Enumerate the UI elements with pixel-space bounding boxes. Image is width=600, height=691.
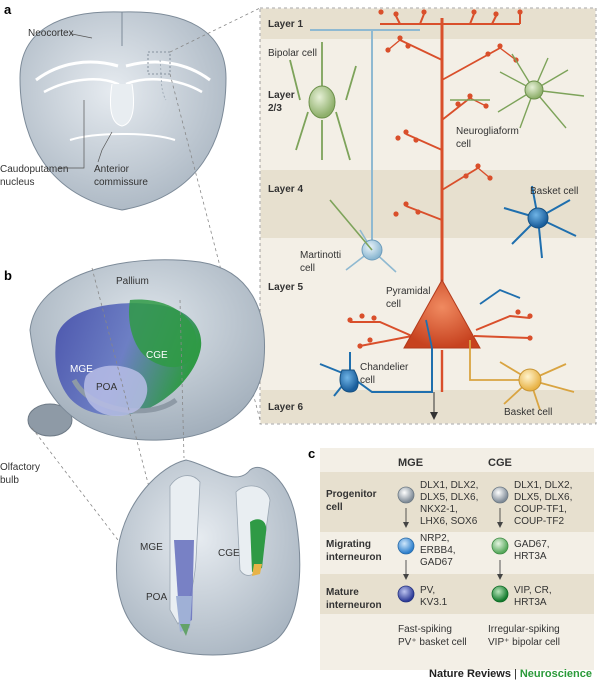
embryonic-coronal-section [115,459,301,656]
cge-arrow-1 [497,522,503,528]
panel-c-letter: c [308,446,315,461]
layer-1-label: Layer 1 [268,19,303,30]
panel-b-letter: b [4,268,12,283]
caudoputamen-label-line1: Caudoputamen [0,164,68,175]
mge-migrating-text-3: GAD67 [420,557,453,568]
martinotti-label-line1: Martinotti [300,250,341,261]
mge-mature-text-2: KV3.1 [420,597,448,608]
row-mature-label-line1: Mature [326,587,359,598]
mge-phenotype-line2: PV⁺ basket cell [398,637,467,648]
cge-progenitor-text-3: COUP-TF1, [514,504,567,515]
panel-b-section-labels: MGE CGE POA [140,542,240,603]
journal-footer: Nature Reviews|Neuroscience [429,668,592,680]
panel-b-labels: Pallium CGE MGE POA Olfactory bulb [0,276,168,486]
coronal-brain-section [19,11,227,211]
layer-6-label: Layer 6 [268,402,303,413]
poa-section-label: POA [146,592,167,603]
mge-progenitor-dot [397,486,415,504]
bipolar-cell [289,42,357,161]
cge-column-header: CGE [488,457,512,469]
mge-progenitor-text-3: NKX2-1, [420,504,458,515]
journal-name: Nature Reviews [429,668,511,680]
basket-cell-bottom [469,340,575,411]
cge-section-label: CGE [218,548,240,559]
caudoputamen-label-line2: nucleus [0,177,34,188]
neurogliaform-cell [450,53,585,129]
cge-phenotype-line2: VIP⁺ bipolar cell [488,637,560,648]
neurogliaform-label-line2: cell [456,139,471,150]
mge-progenitor-text-1: DLX1, DLX2, [420,480,478,491]
pyramidal-label-line2: cell [386,299,401,310]
row-migrating-label-line1: Migrating [326,539,371,550]
martinotti-cell [310,29,420,273]
cge-progenitor-dot [491,486,509,504]
cge-mature-dot [491,585,509,603]
axon-arrow [430,392,438,420]
cge-migrating-text-1: GAD67, [514,539,550,550]
layer-5-label: Layer 5 [268,282,303,293]
cge-arrow-2 [497,574,503,580]
olfactory-label-line2: bulb [0,475,19,486]
mge-phenotype-line1: Fast-spiking [398,624,452,635]
embryonic-brain [27,259,266,441]
basket-cell-top-label: Basket cell [530,186,578,197]
mge-migrating-text-1: NRP2, [420,533,449,544]
cge-progenitor-text-4: COUP-TF2 [514,516,564,527]
neurogliaform-label-line1: Neurogliaform [456,126,519,137]
anterior-commissure-label-line2: commissure [94,177,148,188]
lineage-table: MGE CGE Progenitor cell DLX1, DLX2, DLX5… [320,448,594,670]
cge-migrating-dot [491,537,509,555]
chandelier-label-line2: cell [360,375,375,386]
layer-23-label-line1: Layer [268,90,295,101]
journal-section: Neuroscience [519,668,592,680]
layer-4-label: Layer 4 [268,184,303,195]
cge-migrating-text-2: HRT3A [514,551,547,562]
chandelier-label-line1: Chandelier [360,362,409,373]
poa-label: POA [96,382,117,393]
mge-arrow-1 [403,522,409,528]
layer-23-label-line2: 2/3 [268,103,282,114]
cge-phenotype-line1: Irregular-spiking [488,624,560,635]
panel-a-labels: Neocortex Caudoputamen nucleus Anterior … [0,28,148,188]
cell-labels: Bipolar cell Neurogliaform cell Basket c… [268,48,578,418]
bipolar-cell-label: Bipolar cell [268,48,317,59]
mge-column-header: MGE [398,457,423,469]
neocortex-label: Neocortex [28,28,74,39]
pallium-label: Pallium [116,276,149,287]
mge-progenitor-text-4: LHX6, SOX6 [420,516,478,527]
martinotti-label-line2: cell [300,263,315,274]
footer-separator: | [513,668,517,680]
mge-mature-text-1: PV, [420,585,435,596]
cge-progenitor-text-2: DLX5, DLX6, [514,492,572,503]
mge-migrating-text-2: ERBB4, [420,545,456,556]
pyramidal-label-line1: Pyramidal [386,286,430,297]
basket-cell-bottom-label: Basket cell [504,407,552,418]
cge-progenitor-text-1: DLX1, DLX2, [514,480,572,491]
mge-arrow-2 [403,574,409,580]
basket-cell-top [479,185,577,305]
anterior-commissure-label-line1: Anterior [94,164,130,175]
panel-a-letter: a [4,2,12,17]
mge-label: MGE [70,364,93,375]
mge-progenitor-text-2: DLX5, DLX6, [420,492,478,503]
row-mature-label-line2: interneuron [326,600,382,611]
mge-migrating-dot [397,537,415,555]
cge-mature-text-2: HRT3A [514,597,547,608]
row-migrating-label-line2: interneuron [326,552,382,563]
olfactory-label-line1: Olfactory [0,462,40,473]
mge-mature-dot [397,585,415,603]
mge-section-label: MGE [140,542,163,553]
pyramidal-cell [347,9,533,392]
chandelier-cell [319,319,433,397]
row-progenitor-label-line2: cell [326,502,343,513]
layer-labels: Layer 1 Layer 2/3 Layer 4 Layer 5 Layer … [268,19,303,413]
row-progenitor-label-line1: Progenitor [326,489,377,500]
cge-mature-text-1: VIP, CR, [514,585,552,596]
cge-label: CGE [146,350,168,361]
